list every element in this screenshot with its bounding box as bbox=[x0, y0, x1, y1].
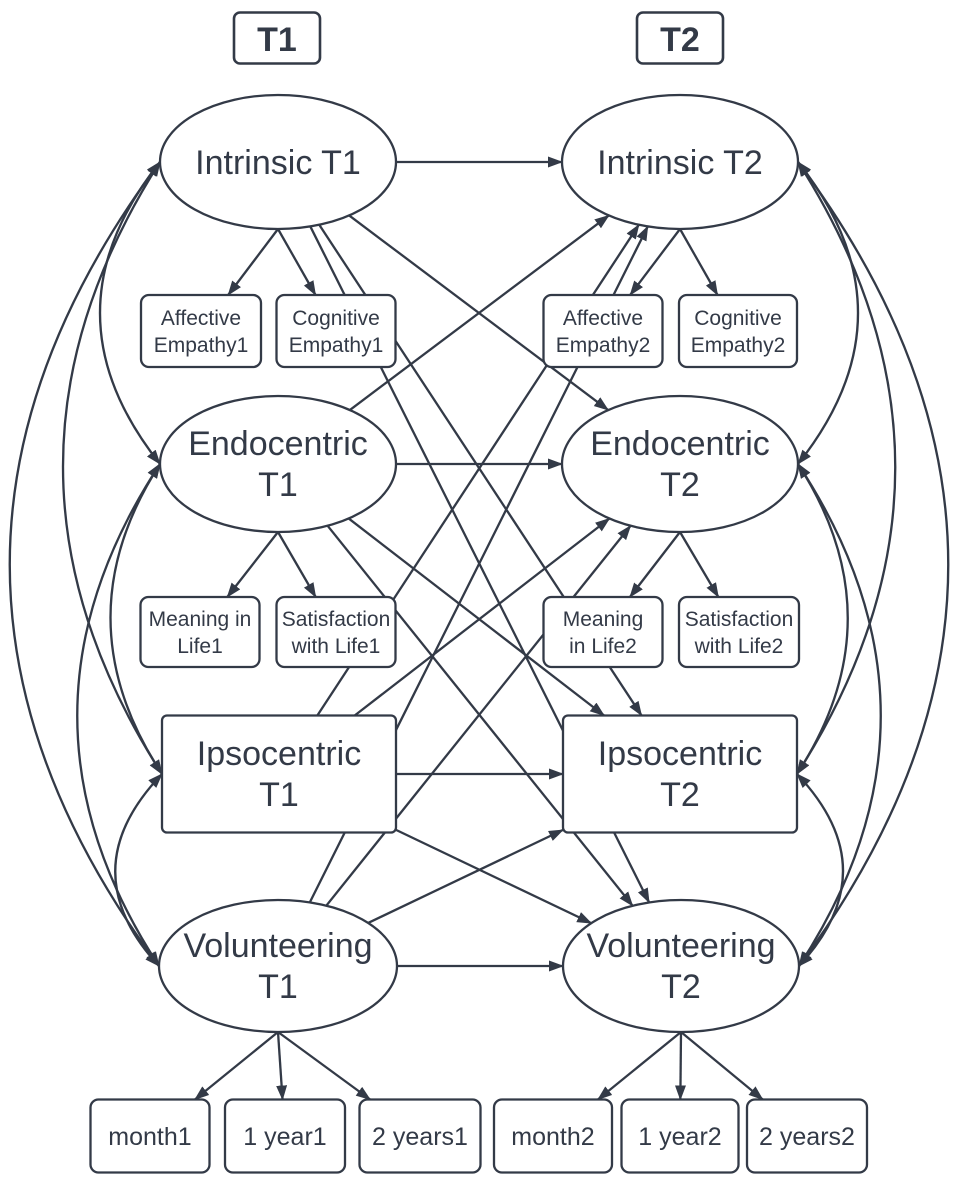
covariance-ipsocentric-t1--volunteering-t1 bbox=[114, 773, 163, 967]
header-t1-box bbox=[232, 11, 322, 65]
header-t2-label: T2 bbox=[660, 21, 700, 59]
path-endocentric-t1-to-ipsocentric-t2 bbox=[347, 517, 605, 717]
loading-volunteering-t1-to-year1-1 bbox=[276, 1031, 288, 1101]
node-month1 bbox=[89, 1098, 211, 1174]
node-year1-1 bbox=[223, 1098, 347, 1174]
loading-endocentric-t1-to-meaning-in-life1 bbox=[226, 531, 279, 598]
node-meaning-in-life2 bbox=[542, 595, 664, 669]
node-meaning-in-life1 bbox=[139, 595, 261, 669]
node-years2-2 bbox=[745, 1098, 869, 1174]
covariance-intrinsic-t1--ipsocentric-t1 bbox=[61, 161, 163, 775]
node-intrinsic-t1 bbox=[158, 93, 398, 231]
years2-1-label: 2 years1 bbox=[372, 1123, 468, 1151]
node-affective-empathy1 bbox=[139, 293, 263, 369]
loading-intrinsic-t1-to-cognitive-empathy1 bbox=[277, 228, 317, 296]
node-cognitive-empathy1 bbox=[275, 293, 397, 369]
month1-label: month1 bbox=[108, 1123, 191, 1151]
node-endocentric-t2 bbox=[560, 394, 800, 534]
loading-intrinsic-t2-to-affective-empathy2 bbox=[629, 228, 681, 296]
node-satisfaction-with-life1 bbox=[275, 595, 397, 669]
loading-volunteering-t2-to-year1-2 bbox=[674, 1031, 686, 1101]
loading-endocentric-t2-to-satisfaction-with-life2 bbox=[679, 531, 720, 598]
covariance-endocentric-t1--volunteering-t1 bbox=[76, 463, 161, 967]
loading-intrinsic-t2-to-cognitive-empathy2 bbox=[679, 228, 719, 296]
loading-intrinsic-t1-to-affective-empathy1 bbox=[227, 228, 279, 296]
covariance-intrinsic-t1--volunteering-t1 bbox=[8, 161, 161, 967]
node-affective-empathy2 bbox=[542, 293, 664, 369]
loading-endocentric-t2-to-meaning-in-life2 bbox=[629, 531, 681, 598]
node-year1-2 bbox=[620, 1098, 740, 1174]
node-intrinsic-t2 bbox=[560, 93, 800, 231]
header-t1-label: T1 bbox=[257, 21, 297, 59]
loading-volunteering-t2-to-month2 bbox=[597, 1031, 682, 1101]
node-cognitive-empathy2 bbox=[677, 293, 799, 369]
intrinsic-t2-label: Intrinsic T2 bbox=[597, 144, 763, 182]
edges-layer bbox=[8, 156, 950, 1101]
node-ipsocentric-t1 bbox=[160, 714, 398, 834]
covariance-intrinsic-t2--ipsocentric-t2 bbox=[796, 161, 897, 775]
loading-endocentric-t1-to-satisfaction-with-life1 bbox=[277, 531, 317, 598]
covariance-endocentric-t1--ipsocentric-t1 bbox=[109, 463, 163, 775]
node-month2 bbox=[492, 1098, 614, 1174]
path-ipsocentric-t1-to-endocentric-t2 bbox=[353, 517, 611, 717]
month2-label: month2 bbox=[511, 1123, 594, 1151]
loading-volunteering-t2-to-years2-2 bbox=[680, 1031, 764, 1101]
year1-1-label: 1 year1 bbox=[243, 1123, 326, 1151]
year1-2-label: 1 year2 bbox=[638, 1123, 721, 1151]
header-t2-box bbox=[635, 11, 725, 65]
node-volunteering-t1 bbox=[157, 898, 399, 1034]
node-years2-1 bbox=[358, 1098, 482, 1174]
covariance-ipsocentric-t2--volunteering-t2 bbox=[796, 773, 845, 967]
covariance-intrinsic-t2--volunteering-t2 bbox=[797, 161, 950, 967]
path-volunteering-t1-to-ipsocentric-t2 bbox=[367, 828, 564, 924]
years2-2-label: 2 years2 bbox=[759, 1123, 855, 1151]
covariance-endocentric-t2--volunteering-t2 bbox=[797, 463, 882, 967]
covariance-endocentric-t2--ipsocentric-t2 bbox=[796, 463, 849, 775]
node-ipsocentric-t2 bbox=[561, 714, 799, 834]
covariance-intrinsic-t2--endocentric-t2 bbox=[797, 161, 859, 465]
path-endocentric-t1-to-intrinsic-t2 bbox=[349, 214, 610, 411]
node-volunteering-t2 bbox=[561, 898, 801, 1034]
node-satisfaction-with-life2 bbox=[677, 595, 801, 669]
loading-volunteering-t1-to-month1 bbox=[194, 1031, 279, 1101]
loading-volunteering-t1-to-years2-1 bbox=[277, 1031, 371, 1101]
intrinsic-t1-label: Intrinsic T1 bbox=[195, 144, 361, 182]
node-endocentric-t1 bbox=[158, 394, 398, 534]
shapes-layer bbox=[89, 11, 869, 1174]
path-ipsocentric-t1-to-volunteering-t2 bbox=[395, 828, 593, 925]
path-volunteering-t1-to-endocentric-t2 bbox=[325, 524, 632, 907]
path-endocentric-t1-to-volunteering-t2 bbox=[326, 524, 634, 907]
